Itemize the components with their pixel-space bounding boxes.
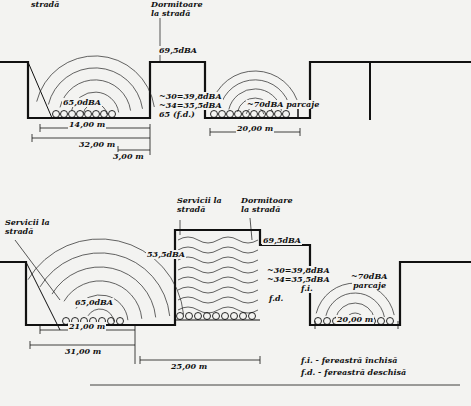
note-label: parcaje bbox=[352, 281, 387, 290]
dimension-label: 14,00 m bbox=[68, 120, 106, 129]
dimension-label: 20,00 m bbox=[236, 124, 274, 133]
vehicle-symbol bbox=[77, 111, 84, 118]
vehicle-symbol bbox=[235, 111, 242, 118]
note-label: f.i. - fereastră închisă bbox=[300, 356, 398, 365]
note-label: Dormitoare la stradă bbox=[240, 196, 302, 214]
note-label: 65,0dBA bbox=[74, 298, 114, 307]
vehicle-symbol bbox=[378, 318, 385, 325]
vehicle-symbol bbox=[231, 313, 238, 320]
wave-hatch bbox=[178, 247, 258, 253]
note-label: ~70dBA parcaje bbox=[246, 100, 320, 109]
building-profile bbox=[0, 230, 471, 325]
vehicle-symbol bbox=[251, 111, 258, 118]
vehicle-symbol bbox=[117, 318, 124, 325]
dimension-label: 25,00 m bbox=[170, 362, 208, 371]
note-label: 69,5dBA bbox=[262, 236, 302, 245]
vehicle-symbol bbox=[213, 313, 220, 320]
vehicle-symbol bbox=[324, 318, 331, 325]
wave-hatch bbox=[178, 237, 258, 243]
building-profile bbox=[0, 62, 471, 118]
dimension-label: 21,00 m bbox=[68, 322, 106, 331]
noise-wave bbox=[48, 68, 142, 109]
note-label: ~30=39,8dBA bbox=[266, 266, 331, 275]
note-label: ~30=39,8dBA bbox=[158, 92, 223, 101]
vehicle-symbol bbox=[101, 111, 108, 118]
wave-hatch bbox=[178, 267, 258, 273]
vehicle-symbol bbox=[109, 111, 116, 118]
vehicle-symbol bbox=[186, 313, 193, 320]
note-label: ~70dBA bbox=[350, 272, 388, 281]
note-label: 53,5dBA bbox=[146, 250, 186, 259]
vehicle-symbol bbox=[85, 111, 92, 118]
vehicle-symbol bbox=[61, 111, 68, 118]
vehicle-symbol bbox=[227, 111, 234, 118]
note-label: f.d. bbox=[268, 294, 284, 303]
wave-hatch bbox=[178, 287, 258, 293]
note-label: Dormitoare la stradă bbox=[150, 0, 212, 18]
note-label: f.d. - fereastră deschisă bbox=[300, 368, 407, 377]
vehicle-symbol bbox=[195, 313, 202, 320]
vehicle-symbol bbox=[267, 111, 274, 118]
wave-hatch bbox=[178, 257, 258, 263]
vehicle-symbol bbox=[53, 111, 60, 118]
vehicle-symbol bbox=[222, 313, 229, 320]
vehicle-symbol bbox=[315, 318, 322, 325]
vehicle-symbol bbox=[283, 111, 290, 118]
vehicle-symbol bbox=[275, 111, 282, 118]
noise-wave bbox=[40, 253, 170, 316]
note-label: f.i. bbox=[300, 284, 314, 293]
vehicle-symbol bbox=[108, 318, 115, 325]
note-label: 65,0dBA bbox=[62, 98, 102, 107]
wave-hatch bbox=[178, 297, 258, 303]
note-label: Servicii la stradă bbox=[176, 196, 228, 214]
dimension-label: 20,00 m bbox=[336, 315, 374, 324]
vehicle-symbol bbox=[219, 111, 226, 118]
dimension-label: 31,00 m bbox=[64, 347, 102, 356]
vehicle-symbol bbox=[177, 313, 184, 320]
vehicle-symbol bbox=[69, 111, 76, 118]
noise-wave bbox=[326, 293, 385, 317]
note-label: stradă bbox=[30, 0, 60, 9]
note-label: Servicii la stradă bbox=[4, 218, 61, 236]
vehicle-symbol bbox=[93, 111, 100, 118]
noise-wave bbox=[88, 309, 114, 322]
note-label: ~34=35,5dBA bbox=[158, 101, 223, 110]
dimension-label: 3,00 m bbox=[112, 152, 145, 161]
vehicle-symbol bbox=[249, 313, 256, 320]
vehicle-symbol bbox=[204, 313, 211, 320]
note-label: 69,5dBA bbox=[158, 46, 198, 55]
note-label: 65 (f.d.) bbox=[158, 110, 196, 119]
vehicle-symbol bbox=[211, 111, 218, 118]
vehicle-symbol bbox=[387, 318, 394, 325]
noise-wave bbox=[64, 281, 142, 319]
dimension-label: 32,00 m bbox=[78, 140, 116, 149]
wave-hatch bbox=[178, 307, 258, 313]
noise-wave bbox=[52, 267, 156, 317]
noise-wave bbox=[60, 80, 131, 111]
noise-wave bbox=[37, 56, 155, 107]
vehicle-symbol bbox=[240, 313, 247, 320]
note-label: ~34=35,5dBA bbox=[266, 275, 331, 284]
wave-hatch bbox=[178, 277, 258, 283]
vehicle-symbol bbox=[259, 111, 266, 118]
vehicle-symbol bbox=[243, 111, 250, 118]
